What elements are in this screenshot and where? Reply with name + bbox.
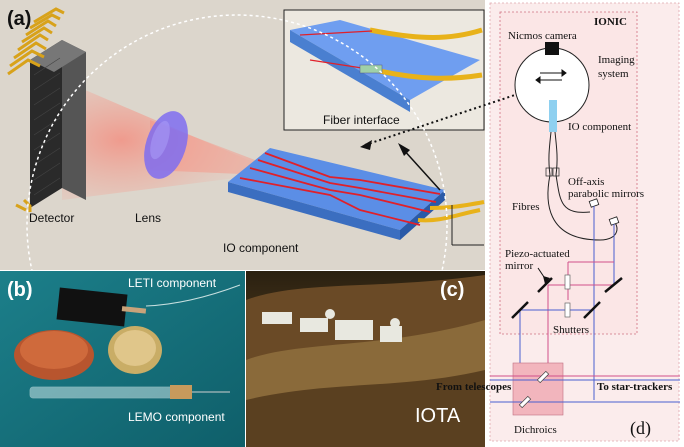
- zoom-circle: [26, 14, 448, 436]
- fiber-interface-inset: [283, 9, 485, 131]
- offaxis-label-1: Off-axis: [568, 176, 605, 188]
- from-telescopes-label: From telescopes: [436, 381, 512, 393]
- connector-dotted-line: [364, 94, 516, 146]
- shutters: [564, 274, 571, 318]
- piezo-mirror: [537, 277, 553, 293]
- piezo-arrow: [537, 267, 550, 284]
- dichroic-plates: [518, 370, 550, 409]
- nicmos-camera-icon: [545, 42, 559, 55]
- offaxis-label-2: parabolic mirrors: [568, 188, 645, 200]
- io-fibers: [417, 200, 485, 223]
- detector: [7, 7, 86, 212]
- io-component-label: IO component: [223, 241, 299, 255]
- dichroics-box: [512, 362, 564, 416]
- panel-a-label: (a): [7, 8, 32, 30]
- fibre-paths: [545, 131, 618, 241]
- panel-c-label: (c): [440, 279, 465, 301]
- lens-label: Lens: [135, 211, 162, 225]
- io-chip: [228, 148, 485, 246]
- io-waveguides: [239, 152, 441, 226]
- to-star-trackers-label: To star-trackers: [597, 381, 673, 393]
- imaging-arrows: [535, 69, 567, 84]
- shutters-label: Shutters: [553, 324, 590, 336]
- nicmos-camera-label: Nicmos camera: [508, 30, 577, 42]
- lemo-label: LEMO component: [128, 410, 225, 424]
- detector-label: Detector: [29, 211, 75, 225]
- panel-b: [0, 271, 245, 447]
- ionic-label: IONIC: [594, 16, 628, 28]
- lemo-tube: [29, 386, 176, 399]
- piezo-label-1: Piezo-actuated: [505, 248, 570, 260]
- offaxis-mirrors: [588, 198, 620, 226]
- iota-label: IOTA: [415, 405, 461, 427]
- dichroics-label: Dichroics: [514, 424, 557, 436]
- leti-chip: [56, 287, 128, 327]
- panel-d: [489, 2, 680, 442]
- io-component-d-label: IO component: [568, 121, 632, 133]
- panel-d-label: (d): [630, 418, 651, 438]
- imaging-label-1: Imaging: [598, 54, 635, 66]
- detector-pins: [7, 7, 65, 212]
- detector-grid: [33, 57, 61, 196]
- lens: [144, 111, 188, 179]
- fold-mirrors: [511, 277, 623, 319]
- pointer-arrow: [398, 143, 441, 191]
- fibres-label: Fibres: [512, 201, 540, 213]
- panel-c: [246, 271, 485, 447]
- panel-a: [0, 0, 485, 436]
- leti-label: LETI component: [128, 276, 217, 290]
- telescope-beams: [490, 375, 680, 403]
- panel-b-label: (b): [7, 279, 33, 301]
- connector-arrowhead: [360, 140, 372, 150]
- iota-buildings: [262, 309, 402, 342]
- piezo-label-2: mirror: [505, 260, 534, 272]
- io-component-bar: [549, 100, 557, 132]
- imaging-label-2: system: [598, 68, 629, 80]
- fiber-interface-label: Fiber interface: [323, 113, 400, 127]
